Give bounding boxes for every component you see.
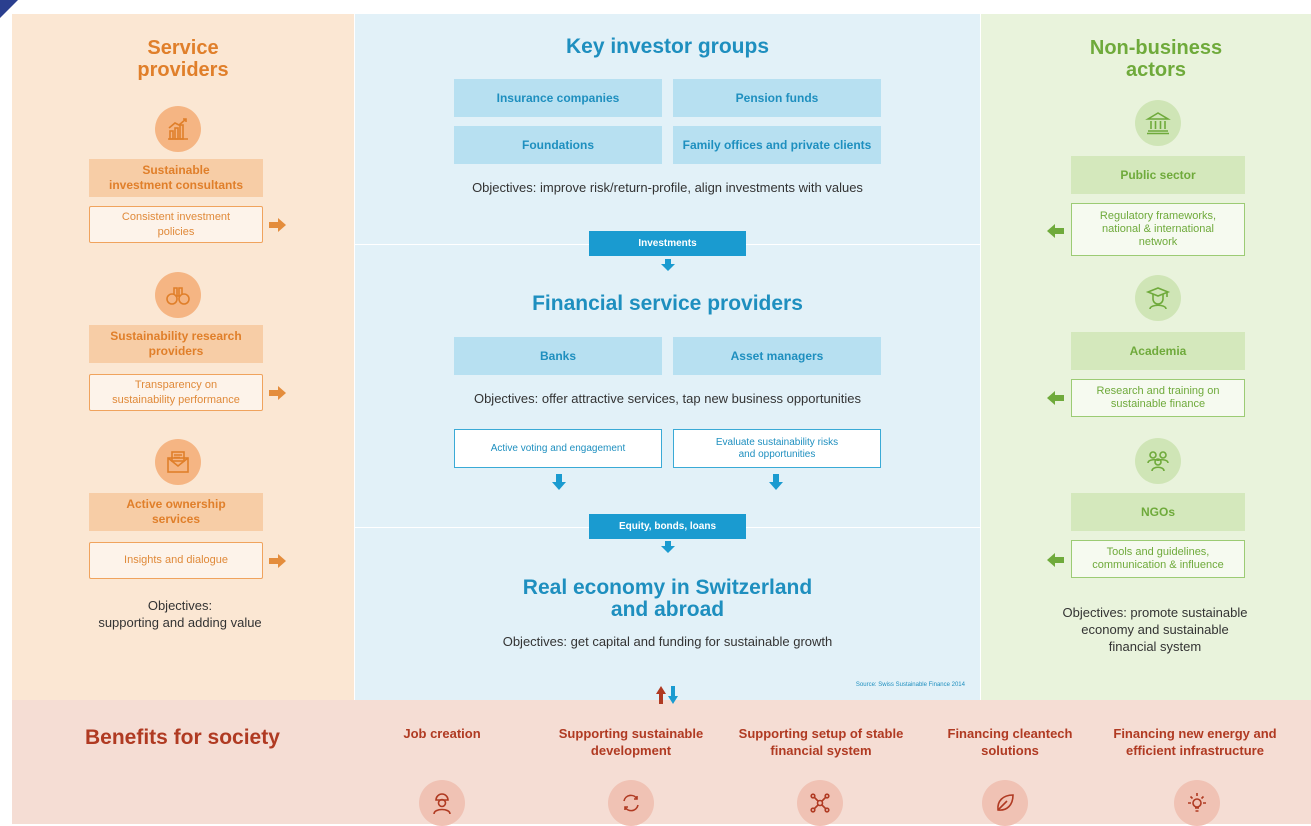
public-sector-detail: Regulatory frameworks, national & intern… [1071, 203, 1245, 256]
benefit-stable-financial-system: Supporting setup of stable financial sys… [738, 726, 904, 758]
ngos-detail: Tools and guidelines, communication & in… [1071, 540, 1245, 578]
chart-icon [155, 106, 201, 152]
non-business-objectives: Objectives: promote sustainable economy … [1062, 605, 1248, 654]
binoculars-icon [155, 272, 201, 318]
people-icon [1135, 438, 1181, 484]
cycle-icon [608, 780, 654, 826]
academia-detail: Research and training on sustainable fin… [1071, 379, 1245, 417]
action-voting: Active voting and engagement [454, 429, 662, 468]
corner-mark [0, 0, 18, 18]
financial-service-providers-title: Financial service providers [532, 292, 803, 315]
arrow-down-icon [769, 474, 783, 490]
investor-pension: Pension funds [673, 79, 881, 117]
fsp-objectives: Objectives: offer attractive services, t… [473, 391, 862, 406]
lightbulb-icon [1174, 780, 1220, 826]
worker-icon [419, 780, 465, 826]
benefit-new-energy: Financing new energy and efficient infra… [1113, 726, 1277, 758]
arrow-down-icon [668, 686, 678, 704]
non-business-actors-title: Non-business actors [1089, 37, 1223, 81]
investor-family-offices: Family offices and private clients [673, 126, 881, 164]
benefit-cleantech: Financing cleantech solutions [947, 726, 1073, 758]
service-providers-objectives: Objectives: supporting and adding value [98, 598, 262, 630]
arrow-down-icon [661, 259, 675, 271]
consultants-heading: Sustainable investment consultants [89, 159, 263, 197]
investor-foundations: Foundations [454, 126, 662, 164]
action-evaluate-risks: Evaluate sustainability risks and opport… [673, 429, 881, 468]
consultants-detail: Consistent investment policies [89, 206, 263, 243]
arrow-left-icon [1047, 391, 1064, 405]
benefit-sustainable-development: Supporting sustainable development [558, 726, 704, 758]
active-ownership-heading: Active ownership services [89, 493, 263, 531]
bank-icon [1135, 100, 1181, 146]
arrow-right-icon [269, 386, 286, 400]
fsp-asset-managers: Asset managers [673, 337, 881, 375]
academia-heading: Academia [1071, 332, 1245, 370]
capital-flow-label: Equity, bonds, loans [589, 514, 746, 539]
investor-insurance: Insurance companies [454, 79, 662, 117]
benefit-job-creation: Job creation [403, 726, 481, 741]
ngos-heading: NGOs [1071, 493, 1245, 531]
real-economy-title: Real economy in Switzerland and abroad [522, 576, 813, 621]
benefits-band [12, 700, 1311, 824]
arrow-down-icon [661, 541, 675, 553]
arrow-right-icon [269, 218, 286, 232]
real-economy-objectives: Objectives: get capital and funding for … [502, 634, 833, 649]
arrow-up-icon [656, 686, 666, 704]
service-providers-title: Service providers [137, 37, 229, 81]
source-note: Source: Swiss Sustainable Finance 2014 [855, 682, 965, 688]
active-ownership-detail: Insights and dialogue [89, 542, 263, 579]
network-icon [797, 780, 843, 826]
leaf-icon [982, 780, 1028, 826]
key-investor-groups-title: Key investor groups [565, 35, 770, 58]
investor-objectives: Objectives: improve risk/return-profile,… [472, 180, 863, 195]
research-providers-detail: Transparency on sustainability performan… [89, 374, 263, 411]
arrow-left-icon [1047, 553, 1064, 567]
envelope-icon [155, 439, 201, 485]
graduate-icon [1135, 275, 1181, 321]
fsp-banks: Banks [454, 337, 662, 375]
arrow-right-icon [269, 554, 286, 568]
investments-flow-label: Investments [589, 231, 746, 256]
benefits-title: Benefits for society [85, 726, 280, 749]
public-sector-heading: Public sector [1071, 156, 1245, 194]
research-providers-heading: Sustainability research providers [89, 325, 263, 363]
arrow-down-icon [552, 474, 566, 490]
arrow-left-icon [1047, 224, 1064, 238]
